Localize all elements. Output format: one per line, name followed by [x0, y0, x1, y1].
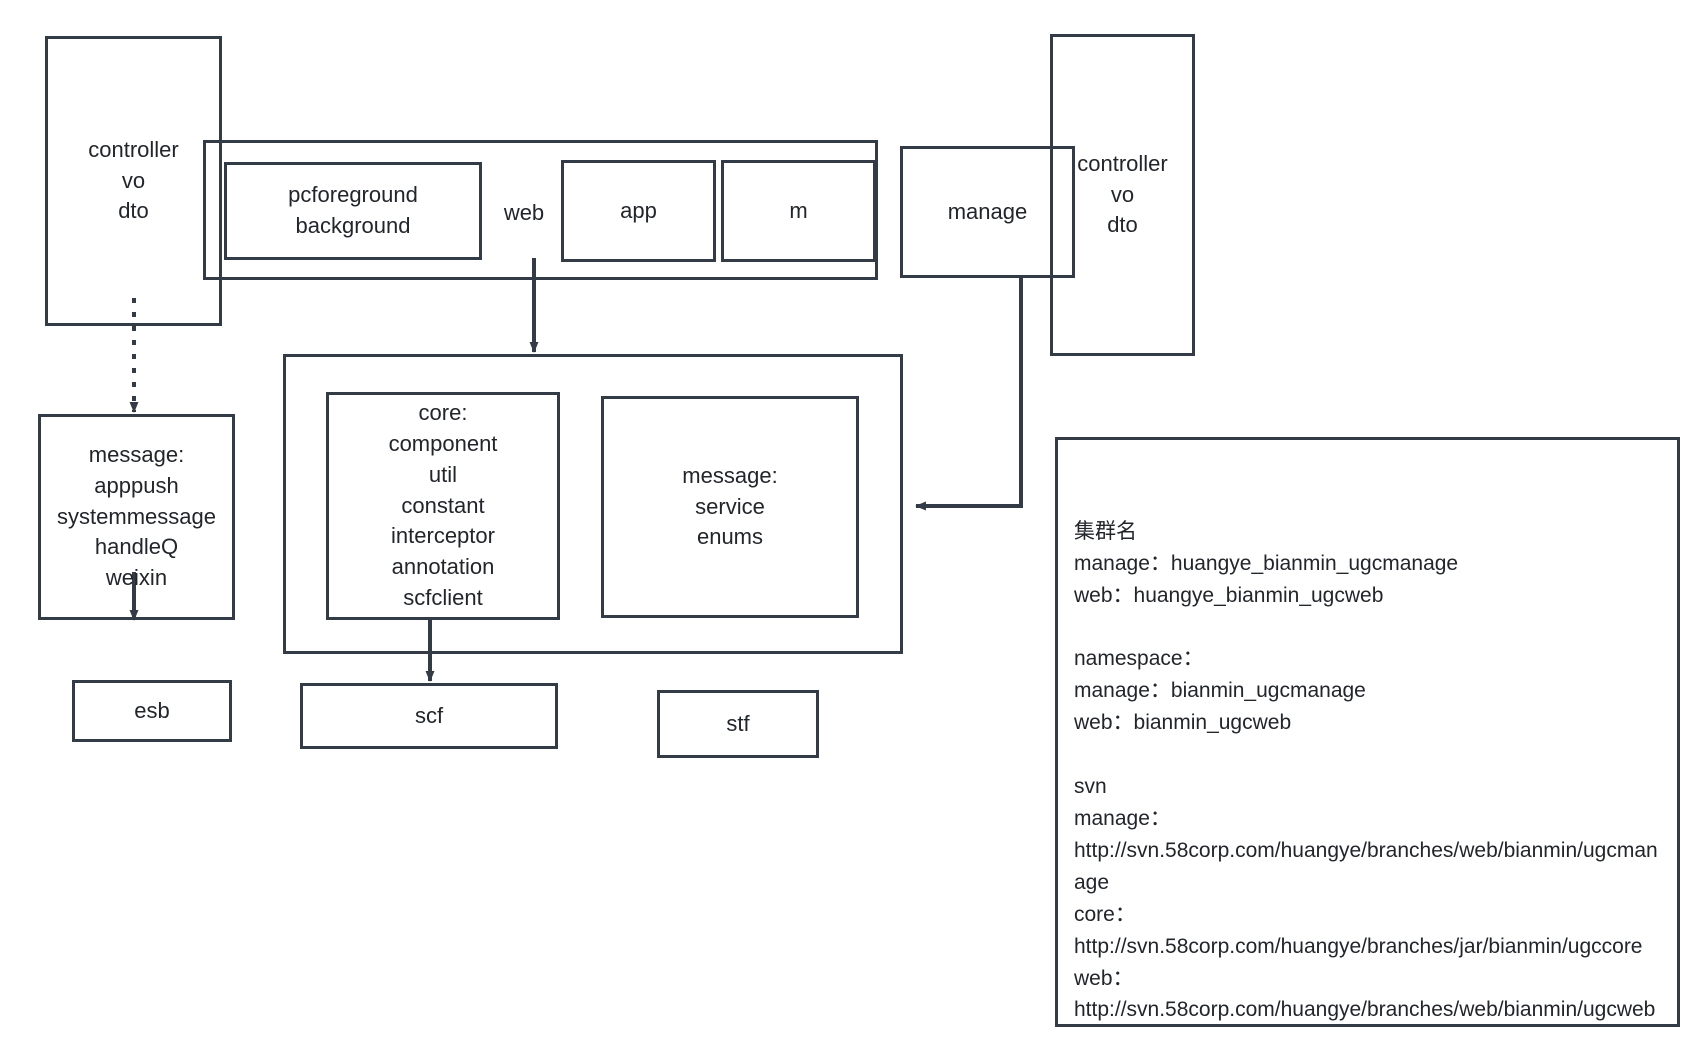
node-stf[interactable]: stf — [657, 690, 819, 758]
node-core-container[interactable] — [283, 354, 903, 654]
node-app[interactable]: app — [561, 160, 716, 262]
node-scf[interactable]: scf — [300, 683, 558, 749]
info-panel-text: 集群名 manage：huangye_bianmin_ugcmanage web… — [1074, 519, 1658, 1022]
node-message-left[interactable]: message: apppush systemmessage handleQ w… — [38, 414, 235, 620]
node-web-container[interactable] — [203, 140, 878, 280]
node-message-service[interactable]: message: service enums — [601, 396, 859, 618]
node-pcforeground-background[interactable]: pcforeground background — [224, 162, 482, 260]
node-manage[interactable]: manage — [900, 146, 1075, 278]
node-m[interactable]: m — [721, 160, 876, 262]
node-controller-left[interactable]: controller vo dto — [45, 36, 222, 326]
wire-manage-to-message-service — [915, 277, 1023, 511]
node-web-label: web — [503, 200, 545, 225]
node-controller-right[interactable]: controller vo dto — [1050, 34, 1195, 356]
node-esb[interactable]: esb — [72, 680, 232, 742]
info-panel[interactable]: 集群名 manage：huangye_bianmin_ugcmanage web… — [1055, 437, 1680, 1027]
node-core[interactable]: core: component util constant intercepto… — [326, 392, 560, 620]
